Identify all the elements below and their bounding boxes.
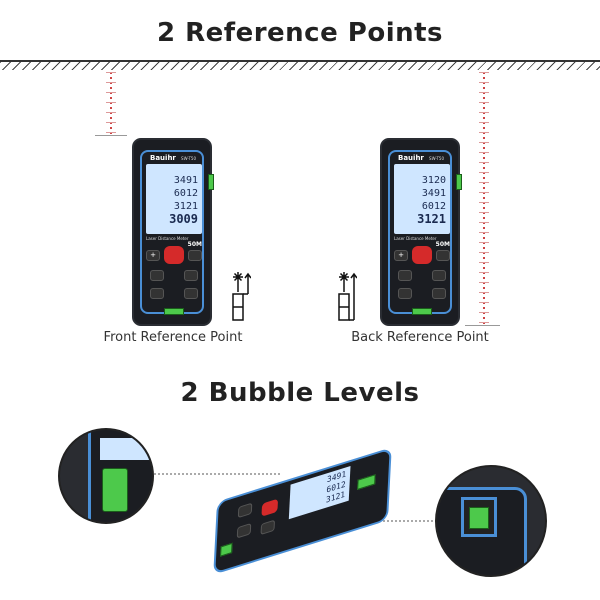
bubble-vial-side (102, 468, 128, 512)
plus-button: + (146, 250, 160, 261)
callout-line-right (360, 520, 440, 522)
back-base-line (465, 325, 500, 326)
measure-button (261, 498, 279, 517)
range-label: 50M (187, 241, 202, 248)
main-reading: 3121 (417, 212, 446, 226)
button (237, 502, 253, 519)
area-button (398, 270, 412, 281)
bubble-level-device: 3491 6012 3121 Bauihr (213, 445, 392, 575)
reading: 3120 (421, 175, 446, 186)
front-ruler (106, 72, 116, 134)
device-caption: Laser Distance Meter (394, 236, 437, 241)
top-bubble-closeup (435, 465, 547, 577)
range-label: 50M (435, 241, 450, 248)
back-reference-icon (338, 272, 357, 321)
device-caption: Laser Distance Meter (146, 236, 189, 241)
front-reference-label: Front Reference Point (103, 330, 243, 345)
reading: 3491 (173, 175, 198, 186)
reading: 3491 (421, 188, 446, 199)
memory-button (432, 270, 446, 281)
reference-button (150, 288, 164, 299)
reading: 3121 (173, 201, 198, 212)
bubble-vial-top (469, 507, 489, 529)
reading: 6012 (421, 201, 446, 212)
mode-button (436, 250, 450, 261)
model-label: SW-T50 (429, 156, 444, 161)
lcd-screen: 3120 3491 6012 3121 (394, 164, 450, 234)
ceiling-hatch (0, 60, 600, 70)
model-label: SW-T50 (181, 156, 196, 161)
front-distance-meter: Bauihr SW-T50 3491 6012 3121 3009 Laser … (132, 138, 214, 326)
brand-logo: Bauihr (292, 462, 316, 477)
side-bubble-closeup (58, 428, 154, 524)
section-title-reference-points: 2 Reference Points (156, 18, 444, 48)
unit-button (432, 288, 446, 299)
front-reference-icon (232, 272, 251, 321)
bubble-level-side (456, 174, 462, 190)
bubble-level-bottom (220, 542, 233, 557)
main-reading: 3009 (169, 212, 198, 226)
section-title-bubble-levels: 2 Bubble Levels (180, 378, 420, 408)
measure-button (412, 246, 432, 264)
measure-button (164, 246, 184, 264)
button (260, 519, 276, 536)
callout-line-left (150, 473, 280, 475)
bubble-level-top (357, 474, 376, 490)
brand-logo: Bauihr (150, 154, 176, 162)
back-distance-meter: Bauihr SW-T50 3120 3491 6012 3121 Laser … (380, 138, 462, 326)
lcd-screen: 3491 6012 3121 3009 (146, 164, 202, 234)
unit-button (184, 288, 198, 299)
reading: 6012 (173, 188, 198, 199)
mode-button (188, 250, 202, 261)
memory-button (184, 270, 198, 281)
area-button (150, 270, 164, 281)
back-ruler (479, 72, 489, 324)
back-reference-label: Back Reference Point (351, 330, 489, 345)
bubble-level-side (208, 174, 214, 190)
bubble-level-bottom (412, 308, 432, 315)
brand-logo: Bauihr (398, 154, 424, 162)
plus-button: + (394, 250, 408, 261)
bubble-level-bottom (164, 308, 184, 315)
button (236, 522, 252, 539)
reference-button (398, 288, 412, 299)
front-base-line (95, 135, 127, 136)
